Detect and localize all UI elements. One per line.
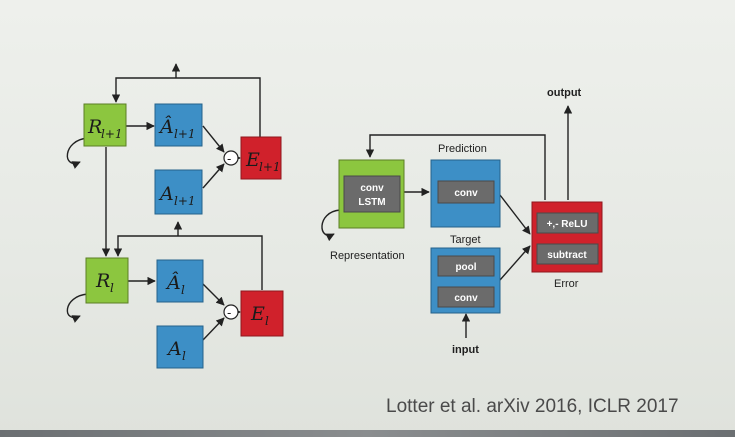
svg-text:conv: conv	[454, 293, 478, 304]
representation-label: Representation	[330, 250, 405, 262]
error-feedback-arrow	[365, 134, 546, 200]
r-lower-self-loop	[66, 293, 89, 323]
svg-text:+,- ReLU: +,- ReLU	[547, 219, 588, 230]
svg-text:conv: conv	[454, 188, 478, 199]
svg-text:l+1: l+1	[174, 194, 196, 208]
svg-text:l+1: l+1	[174, 127, 196, 141]
upper-feedback-arrow	[111, 77, 261, 138]
ahat-upper-box: Â l+1	[154, 103, 203, 147]
svg-text:l: l	[110, 281, 114, 295]
a-upper-box: A l+1	[154, 169, 203, 215]
conv-lstm-block	[343, 175, 401, 213]
e-upper-box: E l+1	[240, 136, 282, 180]
svg-text:l: l	[181, 283, 185, 297]
svg-text:E: E	[245, 149, 260, 171]
target-label: Target	[450, 234, 481, 246]
representation-box: conv LSTM	[338, 159, 405, 229]
lower-feedback-arrow	[113, 235, 263, 290]
svg-text:conv: conv	[360, 183, 384, 194]
a-lower-box: A l	[156, 325, 204, 369]
svg-text:R: R	[95, 270, 110, 292]
a-upper-to-minus-arrow	[202, 163, 225, 189]
error-subtract-block	[536, 243, 599, 265]
ahat-lower-to-minus-arrow	[202, 283, 225, 306]
svg-text:l: l	[265, 314, 269, 328]
a-lower-to-minus-arrow	[202, 317, 225, 341]
right-diagram-arrows	[321, 105, 573, 338]
svg-text:A: A	[166, 338, 182, 360]
target-conv-block	[437, 286, 495, 308]
svg-text:Â: Â	[158, 115, 174, 138]
svg-text:E: E	[250, 303, 265, 325]
citation-text: Lotter et al. arXiv 2016, ICLR 2017	[386, 396, 679, 417]
svg-text:l: l	[182, 349, 186, 363]
ahat-upper-to-minus-arrow	[202, 125, 225, 153]
svg-text:A: A	[158, 183, 174, 205]
target-pool-block	[437, 255, 495, 277]
svg-text:R: R	[87, 116, 102, 138]
error-box: +,- ReLU subtract	[531, 201, 603, 273]
e-lower-box: E l	[240, 290, 284, 337]
svg-text:Â: Â	[165, 271, 181, 294]
prediction-conv-block	[437, 180, 495, 204]
representation-self-loop	[321, 209, 341, 242]
output-label: output	[547, 87, 582, 99]
left-diagram	[66, 63, 263, 341]
prediction-box: conv	[430, 159, 501, 228]
error-label: Error	[554, 278, 579, 290]
svg-text:subtract: subtract	[547, 250, 587, 261]
prediction-to-error-arrow	[499, 194, 531, 235]
svg-text:-: -	[227, 305, 231, 320]
svg-text:LSTM: LSTM	[358, 197, 385, 208]
svg-text:l+1: l+1	[101, 127, 123, 141]
input-label: input	[452, 344, 479, 356]
ahat-lower-box: Â l	[156, 259, 204, 303]
target-box: pool conv	[430, 247, 501, 314]
minus-lower-circle: -	[223, 304, 239, 320]
r-upper-self-loop	[66, 137, 89, 169]
target-to-error-arrow	[499, 245, 531, 281]
error-relu-block	[536, 212, 599, 234]
minus-upper-circle: -	[223, 150, 239, 166]
svg-text:pool: pool	[455, 262, 476, 273]
r-upper-box: R l+1	[83, 103, 127, 147]
svg-text:l+1: l+1	[259, 160, 281, 174]
prediction-label: Prediction	[438, 143, 487, 155]
r-lower-box: R l	[85, 257, 129, 304]
svg-text:-: -	[227, 151, 231, 166]
bottom-strip	[0, 430, 735, 437]
